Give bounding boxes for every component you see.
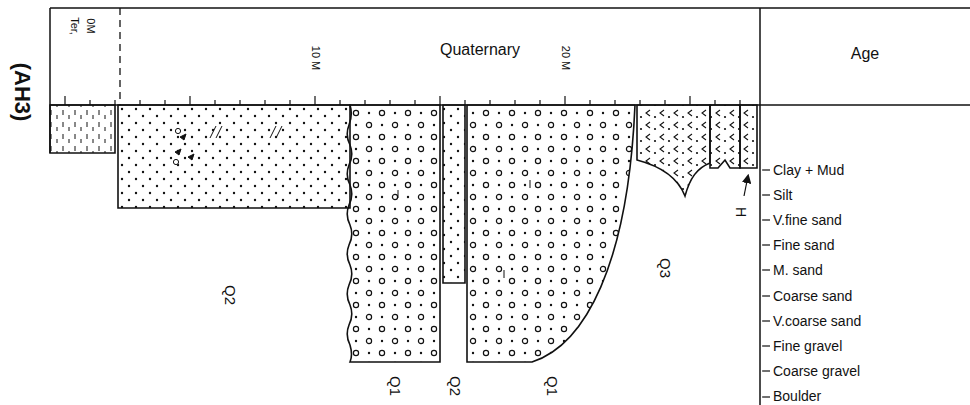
grain-size: Coarse sand — [773, 289, 852, 303]
scale-label: 0M — [85, 18, 96, 33]
scale-tick — [564, 96, 565, 105]
grain-size: V.coarse sand — [773, 314, 861, 328]
boundary-dash — [119, 8, 120, 105]
grain-size: Fine gravel — [773, 339, 842, 353]
column-header: Age — [851, 46, 879, 62]
scale-tick — [689, 96, 690, 105]
unit-label: Q1 — [388, 376, 403, 396]
age-label: Ter, — [69, 17, 80, 35]
scale-tick — [314, 96, 315, 105]
scale-tick — [189, 96, 190, 105]
grain-size: V.fine sand — [773, 213, 842, 227]
grain-size: Silt — [773, 188, 792, 202]
scale-label: 10 M — [310, 46, 321, 70]
grain-size: Coarse gravel — [773, 364, 860, 378]
unit-label: Q2 — [223, 285, 238, 305]
scale-ticks — [65, 96, 740, 105]
age-label: Quaternary — [440, 42, 520, 58]
leader-arrow — [744, 176, 748, 196]
section-title: (AH3) — [11, 63, 33, 122]
scale-tick — [439, 96, 440, 105]
scale-label: 20 M — [560, 46, 571, 70]
grain-size: Fine sand — [773, 238, 834, 252]
grain-ticks — [762, 170, 770, 397]
grain-size: Clay + Mud — [773, 163, 844, 177]
unit-label: Q2 — [448, 376, 463, 396]
scale-tick — [64, 96, 65, 105]
unit-label: Q1 — [545, 376, 560, 396]
lithology-columns — [50, 105, 757, 362]
unit-label: H — [734, 207, 748, 217]
grain-size: Boulder — [773, 389, 821, 403]
sand-symbols — [173, 126, 530, 278]
unit-label: Q3 — [658, 258, 673, 278]
frame — [50, 8, 970, 405]
grain-size: M. sand — [773, 263, 823, 277]
